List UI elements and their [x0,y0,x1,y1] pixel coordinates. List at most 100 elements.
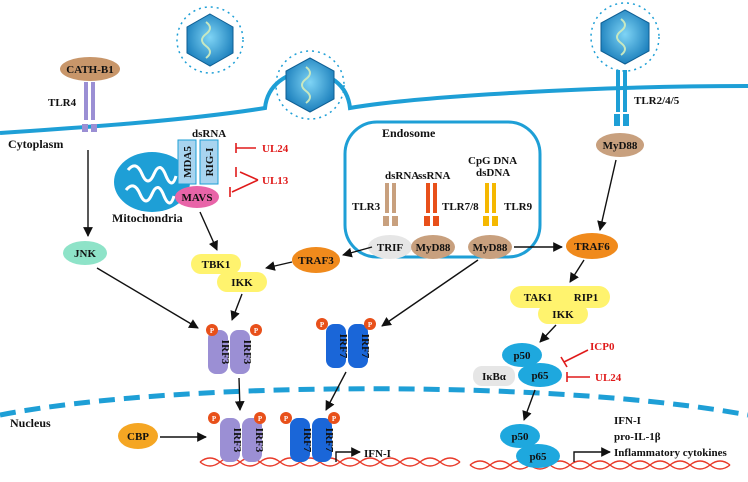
tlr3-label: TLR3 [352,201,381,213]
phospho-label: P [258,415,263,423]
ikk-node-a [217,272,267,292]
ikba-label: IκBα [482,371,507,383]
tak1-rip1-node [510,286,610,308]
ssrna-label: ssRNA [418,170,450,182]
irf7-label: IRF7 [323,428,335,453]
output-ifn-label: IFN-I [614,415,641,427]
phospho-label: P [284,415,289,423]
irf3-label: IRF3 [253,428,265,453]
irf7-label: IRF7 [301,428,313,453]
jnk-node [63,241,107,265]
ifn-i-label: IFN-I [364,448,391,460]
mda5-protein [177,139,197,185]
tlr9-label: TLR9 [504,201,533,213]
inhibition-ul24-bottom [566,372,590,382]
inhibition-ul13 [229,167,259,197]
p65-nucleus [516,444,560,468]
myd88-adaptor-a [411,235,455,259]
irf7-dimer-nucleus [280,412,340,462]
irf7-dimer-cytoplasm [316,318,376,368]
tlr3-receptor [383,183,398,226]
myd88-adaptor-b [468,235,512,259]
p50-cytoplasm [502,343,542,367]
traf3-node [292,247,340,273]
ikk-node-b [538,304,588,324]
trif-label: TRIF [377,242,404,254]
cath-b1-node [60,57,120,81]
inhibition-ul24-top [235,143,256,153]
myd88-label-c: MyD88 [603,140,638,152]
tlr4-label: TLR4 [48,97,77,109]
irf3-label: IRF3 [241,340,253,365]
tlr245-receptor [614,70,629,126]
cbp-label: CBP [127,431,149,443]
cbp-node [118,423,158,449]
phospho-label: P [210,327,215,335]
cpg-dna-label: CpG DNA [468,155,517,167]
tlr78-receptor [424,183,439,226]
rig1-protein [199,139,219,185]
tbk1-node [191,254,241,274]
phospho-label: P [320,321,325,329]
irf3-dimer-cytoplasm [206,324,262,374]
icp0-label: ICP0 [590,341,615,353]
mda5-label: MDA5 [182,146,194,178]
ikba-node [473,366,515,386]
dsdna-label: dsDNA [476,167,510,179]
endosome-label: Endosome [382,126,436,140]
rip1-label: RIP1 [574,292,598,304]
irf3-label: IRF3 [219,340,231,365]
virus-particle-left [176,6,244,74]
rig1-label: RIG-I [204,148,216,177]
p50-nucleus [500,424,540,448]
ul13-label: UL13 [262,175,289,187]
dsrna-label-top: dsRNA [192,128,226,140]
mavs-protein [175,186,219,208]
dsrna-label-endo: dsRNA [385,170,419,182]
ul24-bottom-label: UL24 [595,372,622,384]
p50-label: p50 [513,350,531,362]
myd88-label-b: MyD88 [473,242,508,254]
traf3-label: TRAF3 [298,255,334,267]
traf6-label: TRAF6 [574,241,610,253]
cath-b1-label: CATH-B1 [66,64,113,76]
p65-label: p65 [529,451,547,463]
tlr9-receptor [483,183,498,226]
ikk-label-b: IKK [552,309,574,321]
mitochondria-icon [114,152,190,212]
tak1-label: TAK1 [524,292,553,304]
virus-particle-budding [275,50,345,120]
p50-label: p50 [511,431,529,443]
dna-strand-right [469,460,731,470]
jnk-label: JNK [74,248,96,260]
tlr78-label: TLR7/8 [442,201,479,213]
p65-cytoplasm [518,363,562,387]
ikk-label-a: IKK [231,277,253,289]
nuclear-membrane [0,386,748,418]
myd88-label-a: MyD88 [416,242,451,254]
output-cytokines-label: Inflammatory cytokines [614,447,727,459]
irf3-label: IRF3 [231,428,243,453]
traf6-node [566,233,618,259]
tbk1-label: TBK1 [202,259,231,271]
tlr245-label: TLR2/4/5 [634,95,680,107]
myd88-adaptor-c [596,133,644,157]
mavs-label: MAVS [182,192,213,204]
phospho-label: P [254,327,259,335]
irf7-label: IRF7 [337,334,349,359]
nucleus-label: Nucleus [10,416,51,430]
phospho-label: P [212,415,217,423]
phospho-label: P [368,321,373,329]
trif-adaptor [368,235,412,259]
cytoplasm-label: Cytoplasm [8,137,63,151]
mitochondria-label: Mitochondria [112,211,183,225]
inhibition-icp0 [560,349,589,368]
virus-particle-right [590,2,660,72]
ul24-top-label: UL24 [262,143,289,155]
output-il1b-label: pro-IL-1β [614,431,661,443]
irf7-label: IRF7 [359,334,371,359]
pathway-arrows [83,150,617,462]
tlr4-receptor [84,82,88,120]
p65-label: p65 [531,370,549,382]
